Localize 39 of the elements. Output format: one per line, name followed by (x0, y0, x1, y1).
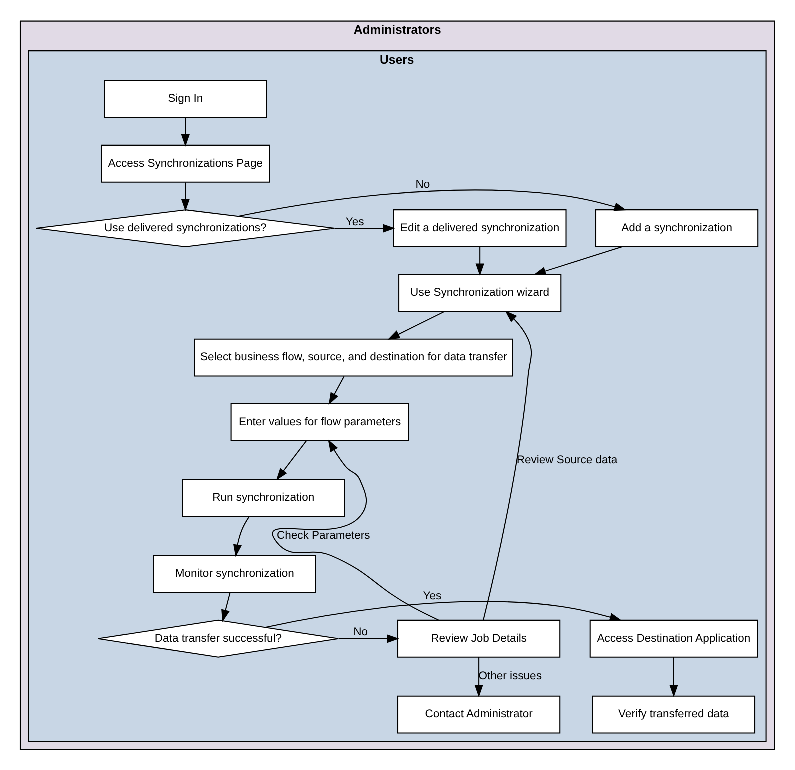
node-box: Access Synchronizations Page (101, 144, 270, 182)
node-box: Select business flow, source, and destination for data transfer (194, 338, 514, 376)
arrow (276, 440, 308, 480)
arrow (476, 246, 484, 276)
node-box: Run synchronization (182, 478, 346, 517)
arrow (222, 592, 231, 622)
node-box: Add a synchronization (596, 209, 759, 248)
arrow (334, 224, 396, 232)
node-box: Monitor synchronization (153, 554, 316, 593)
node-box: Sign In (104, 80, 268, 118)
edge-label: Check Parameters (276, 530, 370, 542)
arrow (339, 634, 400, 643)
node-box: Review Job Details (398, 619, 561, 658)
node-box: Access Destination Application (590, 619, 758, 658)
arrow (534, 246, 622, 275)
arrow (181, 182, 190, 211)
edge-label: Yes (423, 590, 442, 602)
node-box: Contact Administrator (398, 695, 561, 734)
edge-label: No (416, 178, 430, 191)
arrow (328, 376, 345, 405)
arrow (265, 600, 622, 628)
node-diamond: Data transfer successful? (98, 619, 340, 658)
edge-label: Yes (346, 216, 364, 228)
arrow (670, 656, 678, 697)
node-box: Use Synchronization wizard (398, 274, 562, 312)
arrow (388, 310, 445, 340)
node-box: Enter values for flow parameters (230, 402, 410, 441)
edge-label: No (354, 626, 368, 638)
edge-label: Other issues (478, 670, 542, 682)
node-diamond: Use delivered synchronizations? (36, 209, 336, 248)
arrow (272, 439, 439, 620)
node-box: Edit a delivered synchronization (393, 209, 567, 248)
arrow (483, 310, 532, 620)
arrow (181, 118, 190, 146)
node-box: Verify transferred data (592, 695, 756, 734)
edge-label: Review Source data (516, 454, 618, 466)
arrow (233, 516, 250, 557)
arrow (238, 189, 627, 217)
arrow (474, 656, 484, 697)
